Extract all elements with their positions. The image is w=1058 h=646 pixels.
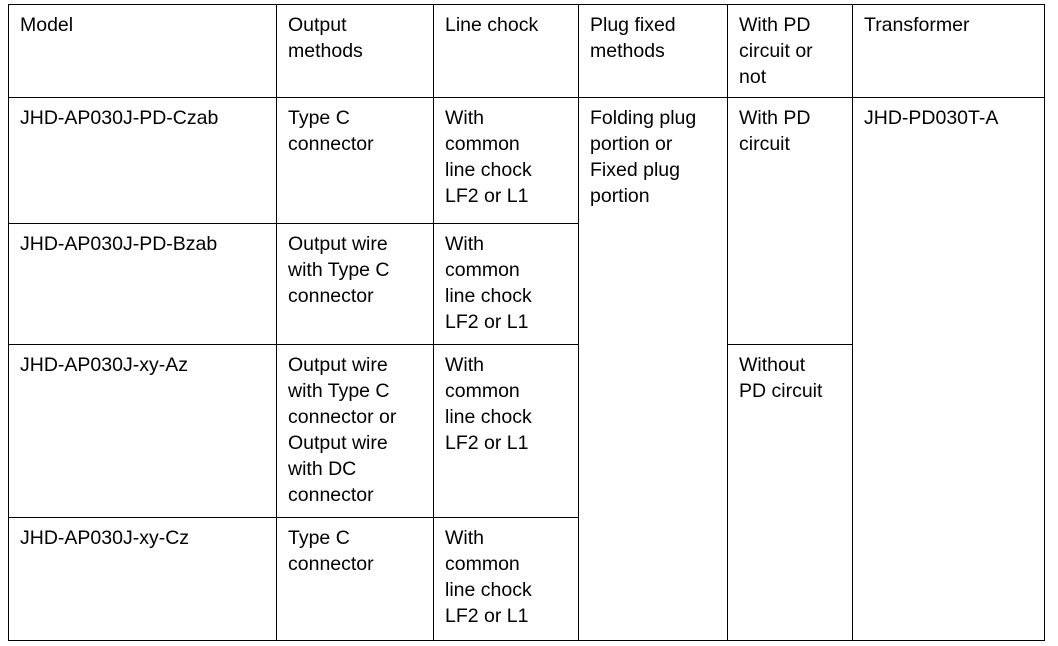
cell-transformer-value: JHD-PD030T-A xyxy=(864,107,999,129)
cell-plug-fixed-methods: Folding plug portion or Fixed plug porti… xyxy=(578,97,728,641)
cell-plug-fixed-methods-value: Folding plug portion or Fixed plug porti… xyxy=(590,107,697,207)
cell-output-methods: Type C connector xyxy=(276,97,434,224)
cell-pd-circuit: With PD circuit xyxy=(727,97,853,345)
cell-line-chock-value: With common line chock LF2 or L1 xyxy=(445,354,532,454)
table-header-row: Model Output methods Line chock Plug fix… xyxy=(8,4,1045,98)
column-header-pd-circuit-label: With PD circuit or not xyxy=(739,14,813,88)
cell-pd-circuit-value: With PD circuit xyxy=(739,107,811,155)
column-header-line-chock: Line chock xyxy=(433,4,579,98)
cell-model-value: JHD-AP030J-PD-Czab xyxy=(20,107,219,129)
column-header-transformer: Transformer xyxy=(852,4,1045,98)
column-header-output-methods-label: Output methods xyxy=(288,14,363,62)
cell-output-methods: Output wire with Type C connector or Out… xyxy=(276,344,434,518)
cell-output-methods-value: Output wire with Type C connector or Out… xyxy=(288,354,397,506)
column-header-model: Model xyxy=(8,4,277,98)
cell-output-methods-value: Output wire with Type C connector xyxy=(288,233,390,307)
column-header-plug-fixed-methods: Plug fixed methods xyxy=(578,4,728,98)
column-header-line-chock-label: Line chock xyxy=(445,14,539,36)
cell-output-methods-value: Type C connector xyxy=(288,107,374,155)
table-container: Model Output methods Line chock Plug fix… xyxy=(8,4,1045,641)
model-specification-table: Model Output methods Line chock Plug fix… xyxy=(8,4,1045,641)
cell-model: JHD-AP030J-PD-Czab xyxy=(8,97,277,224)
table-row: JHD-AP030J-PD-Bzab Output wire with Type… xyxy=(8,223,1045,345)
cell-output-methods: Output wire with Type C connector xyxy=(276,223,434,345)
cell-model-value: JHD-AP030J-xy-Cz xyxy=(20,527,190,549)
cell-output-methods: Type C connector xyxy=(276,517,434,641)
cell-line-chock: With common line chock LF2 or L1 xyxy=(433,223,579,345)
table-row: JHD-AP030J-xy-Cz Type C connector With c… xyxy=(8,517,1045,641)
cell-line-chock: With common line chock LF2 or L1 xyxy=(433,517,579,641)
cell-model: JHD-AP030J-xy-Cz xyxy=(8,517,277,641)
cell-line-chock-value: With common line chock LF2 or L1 xyxy=(445,527,532,627)
cell-pd-circuit: Without PD circuit xyxy=(727,344,853,641)
cell-model-value: JHD-AP030J-xy-Az xyxy=(20,354,188,376)
cell-model-value: JHD-AP030J-PD-Bzab xyxy=(20,233,218,255)
cell-pd-circuit-value: Without PD circuit xyxy=(739,354,823,402)
column-header-plug-fixed-methods-label: Plug fixed methods xyxy=(590,14,676,62)
cell-line-chock-value: With common line chock LF2 or L1 xyxy=(445,233,532,333)
table-row: JHD-AP030J-xy-Az Output wire with Type C… xyxy=(8,344,1045,641)
cell-transformer: JHD-PD030T-A xyxy=(852,97,1045,641)
cell-output-methods-value: Type C connector xyxy=(288,527,374,575)
cell-line-chock: With common line chock LF2 or L1 xyxy=(433,97,579,224)
cell-line-chock: With common line chock LF2 or L1 xyxy=(433,344,579,518)
cell-line-chock-value: With common line chock LF2 or L1 xyxy=(445,107,532,207)
cell-model: JHD-AP030J-PD-Bzab xyxy=(8,223,277,345)
column-header-model-label: Model xyxy=(20,14,74,36)
column-header-pd-circuit: With PD circuit or not xyxy=(727,4,853,98)
table-row: JHD-AP030J-PD-Czab Type C connector With… xyxy=(8,97,1045,641)
cell-model: JHD-AP030J-xy-Az xyxy=(8,344,277,518)
column-header-transformer-label: Transformer xyxy=(864,14,970,36)
column-header-output-methods: Output methods xyxy=(276,4,434,98)
